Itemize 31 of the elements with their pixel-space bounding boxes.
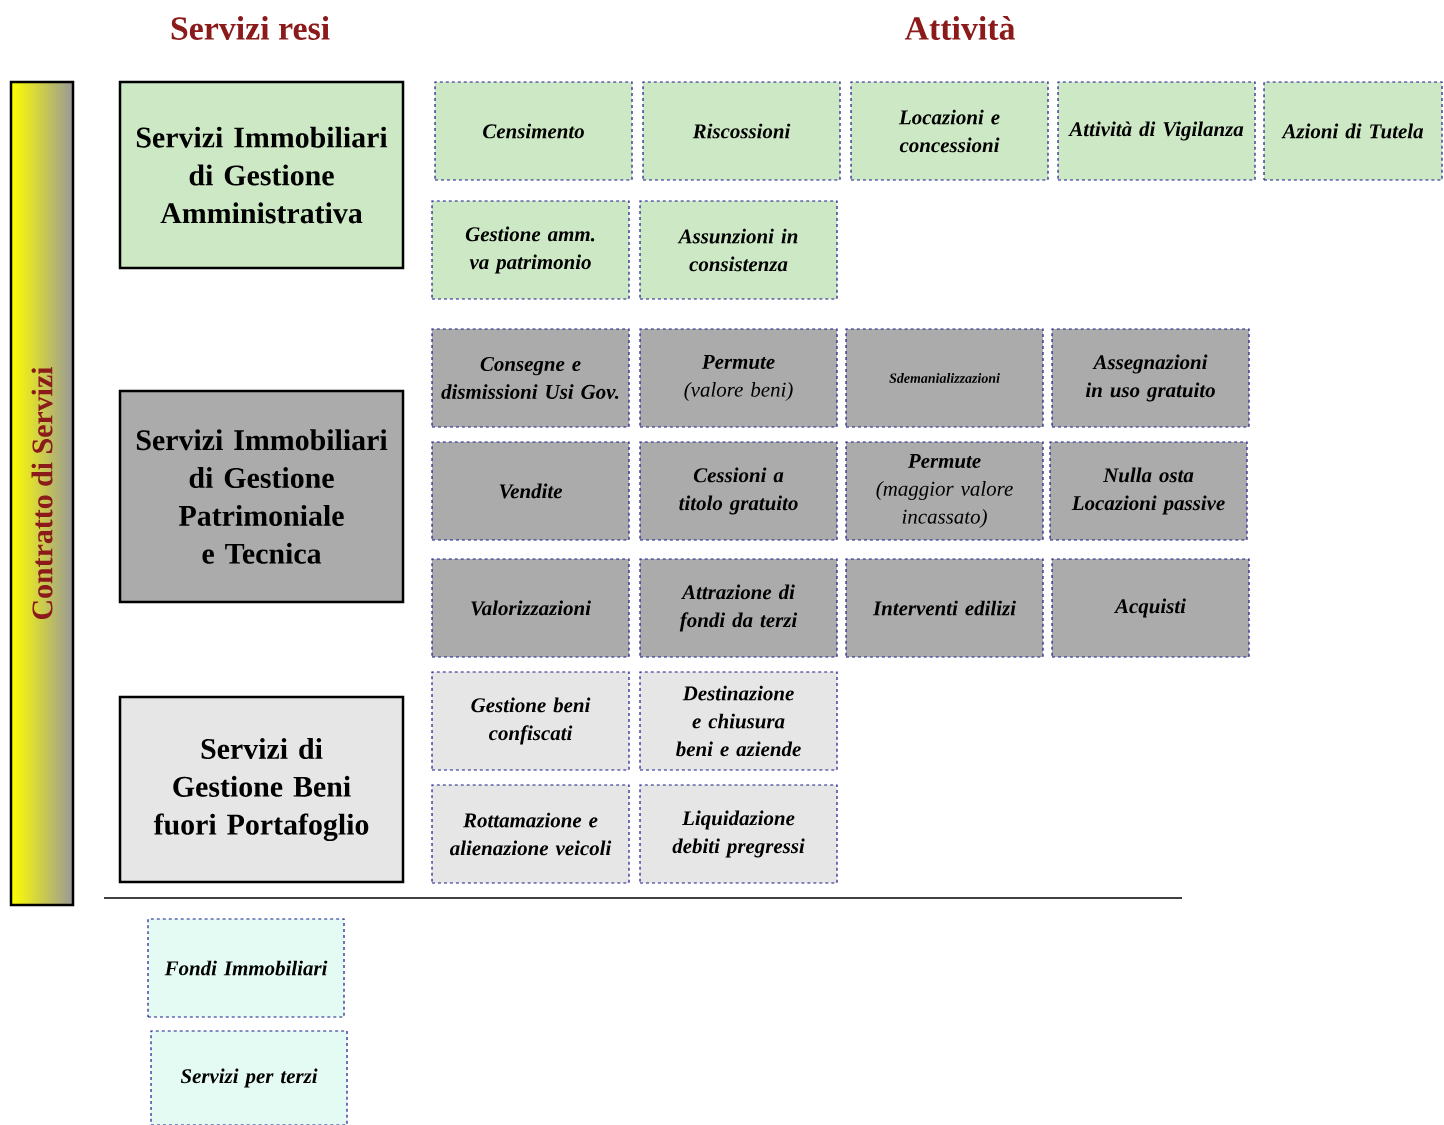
activity-box: Assegnazioni in uso gratuito — [1051, 328, 1250, 428]
activity-box: Gestione amm. va patrimonio — [431, 200, 630, 300]
activity-box: Rottamazione e alienazione veicoli — [431, 784, 630, 884]
column-heading: Attività — [904, 16, 1015, 40]
service-box: Servizi di Gestione Beni fuori Portafoglio — [118, 695, 405, 884]
activity-box: Liquidazione debiti pregressi — [639, 784, 838, 884]
activity-box: Permute (maggior valore incassato) — [845, 441, 1044, 541]
activity-box: Destinazione e chiusura beni e aziende — [639, 671, 838, 771]
activity-box: Valorizzazioni — [431, 558, 630, 658]
column-heading: Servizi resi — [171, 16, 330, 40]
activity-box: Sdemanializzazioni — [845, 328, 1044, 428]
activity-box: Cessioni a titolo gratuito — [639, 441, 838, 541]
service-box: Servizi Immobiliari di Gestione Patrimoniale e Tecnica — [118, 389, 405, 604]
activity-box: Attrazione di fondi da terzi — [639, 558, 838, 658]
activity-box: Consegne e dismissioni Usi Gov. — [431, 328, 630, 428]
activity-box: Interventi edilizi — [845, 558, 1044, 658]
activity-box: Fondi Immobiliari — [147, 918, 345, 1018]
activity-box: Nulla osta Locazioni passive — [1049, 441, 1248, 541]
service-box: Servizi Immobiliari di Gestione Amministrativa — [118, 80, 405, 270]
activity-box: Acquisti — [1051, 558, 1250, 658]
activity-box: Azioni di Tutela — [1263, 81, 1443, 181]
activity-box: Locazioni e concessioni — [850, 81, 1049, 181]
activity-box: Riscossioni — [642, 81, 841, 181]
activity-box: Attività di Vigilanza — [1057, 81, 1256, 181]
activity-box: Assunzioni in consistenza — [639, 200, 838, 300]
activity-box: Vendite — [431, 441, 630, 541]
activity-box: Servizi per terzi — [150, 1030, 348, 1125]
activity-box: Gestione beni confiscati — [431, 671, 630, 771]
activity-box: Permute (valore beni) — [639, 328, 838, 428]
activity-box: Censimento — [434, 81, 633, 181]
contract-bar: Contratto di Servizi — [9, 80, 75, 907]
